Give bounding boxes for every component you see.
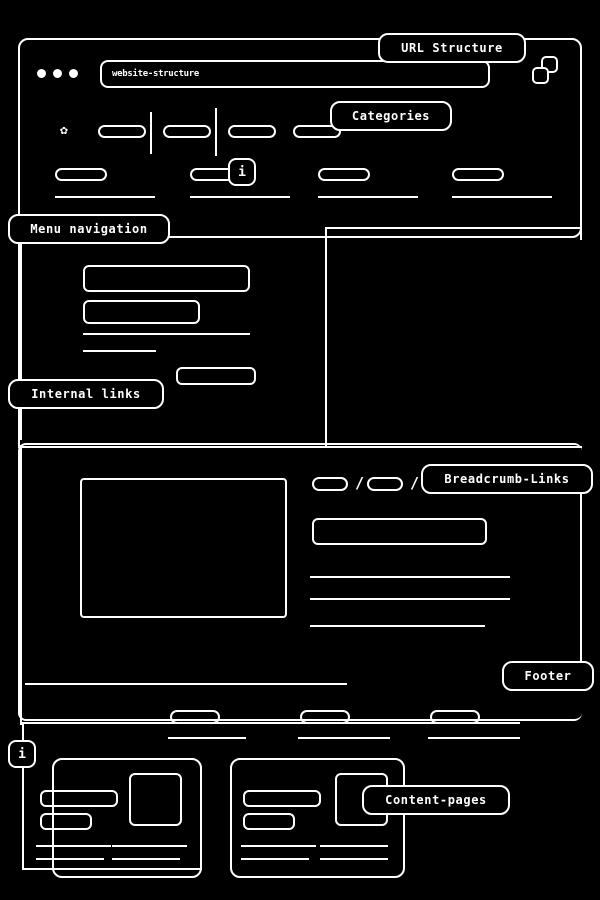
nav-item-2[interactable]	[163, 125, 211, 138]
card-1-title	[40, 790, 118, 807]
leader-left-lower	[20, 445, 22, 725]
article-text-line-3	[310, 625, 485, 627]
copy-icon-front-square	[532, 67, 549, 84]
callout-label: Categories	[351, 109, 431, 123]
card-1-text-line-3	[112, 845, 187, 847]
page-body-frame	[18, 226, 582, 448]
sidebar-link-2[interactable]	[83, 300, 200, 324]
footer-col-3-line	[428, 737, 520, 739]
badge-cards-marker[interactable]: i	[8, 740, 36, 768]
callout-categories: Categories	[330, 101, 452, 131]
card-2-text-line-1	[241, 845, 316, 847]
article-image	[80, 478, 287, 618]
copy-icon[interactable]	[532, 56, 562, 88]
leader-left-mid	[20, 240, 22, 440]
url-text: website-structure	[112, 69, 200, 79]
nav-divider-1	[150, 112, 152, 154]
card-1-text-line-2	[36, 858, 104, 860]
sidebar-button[interactable]	[176, 367, 256, 385]
category-3[interactable]	[318, 168, 370, 181]
url-bar[interactable]	[100, 60, 490, 88]
card-1-text-line-1	[36, 845, 111, 847]
article-text-line-1	[310, 576, 510, 578]
callout-footer: Footer	[502, 661, 594, 691]
cards-connector-line	[22, 722, 24, 870]
callout-label: Breadcrumb-Links	[444, 472, 570, 486]
badge-label: i	[18, 746, 26, 762]
breadcrumb-separator-2: /	[410, 474, 420, 492]
card-2-tag	[243, 813, 295, 830]
sidebar-link-1[interactable]	[83, 265, 250, 292]
traffic-light-minimize-icon[interactable]	[53, 69, 62, 78]
footer-divider	[25, 683, 347, 685]
category-underline-4	[452, 196, 552, 198]
category-underline-2	[190, 196, 290, 198]
traffic-light-close-icon[interactable]	[37, 69, 46, 78]
breadcrumb-crumb-1[interactable]	[312, 477, 348, 491]
leader-bottom-top	[20, 722, 520, 724]
leader-right-browser	[580, 55, 582, 240]
callout-label: Content-pages	[385, 793, 487, 807]
badge-nav-marker[interactable]: i	[228, 158, 256, 186]
card-2-text-line-3	[320, 845, 388, 847]
cards-connector-base	[22, 868, 202, 870]
callout-label: Internal links	[31, 387, 141, 401]
leader-right-article	[580, 480, 582, 685]
nav-item-1[interactable]	[98, 125, 146, 138]
card-2-text-line-2	[241, 858, 309, 860]
breadcrumb-separator-1: /	[355, 474, 365, 492]
traffic-light-maximize-icon[interactable]	[69, 69, 78, 78]
card-1-tag	[40, 813, 92, 830]
callout-label: URL Structure	[401, 41, 503, 55]
card-1-text-line-4	[112, 858, 180, 860]
callout-internal-links: Internal links	[8, 379, 164, 409]
card-2-title	[243, 790, 321, 807]
callout-content-pages: Content-pages	[362, 785, 510, 815]
badge-label: i	[238, 164, 246, 180]
category-4[interactable]	[452, 168, 504, 181]
nav-item-4[interactable]	[293, 125, 341, 138]
main-content-panel	[325, 227, 582, 448]
card-2[interactable]	[230, 758, 405, 878]
callout-url-structure: URL Structure	[378, 33, 526, 63]
category-underline-3	[318, 196, 418, 198]
card-1[interactable]	[52, 758, 202, 878]
callout-breadcrumb-links: Breadcrumb-Links	[421, 464, 593, 494]
callout-label: Menu navigation	[30, 222, 148, 236]
site-logo-icon: ✿	[60, 123, 68, 138]
callout-label: Footer	[524, 669, 572, 683]
card-2-text-line-4	[320, 858, 388, 860]
footer-col-1-line	[168, 737, 246, 739]
nav-divider-2	[215, 108, 217, 156]
nav-item-3[interactable]	[228, 125, 276, 138]
category-1[interactable]	[55, 168, 107, 181]
article-text-line-2	[310, 598, 510, 600]
sidebar-text-line-1	[83, 333, 250, 335]
card-1-thumb	[129, 773, 182, 826]
article-heading	[312, 518, 487, 545]
callout-menu-navigation: Menu navigation	[8, 214, 170, 244]
category-underline-1	[55, 196, 155, 198]
breadcrumb-crumb-2[interactable]	[367, 477, 403, 491]
sidebar-text-line-2	[83, 350, 156, 352]
footer-col-2-line	[298, 737, 390, 739]
